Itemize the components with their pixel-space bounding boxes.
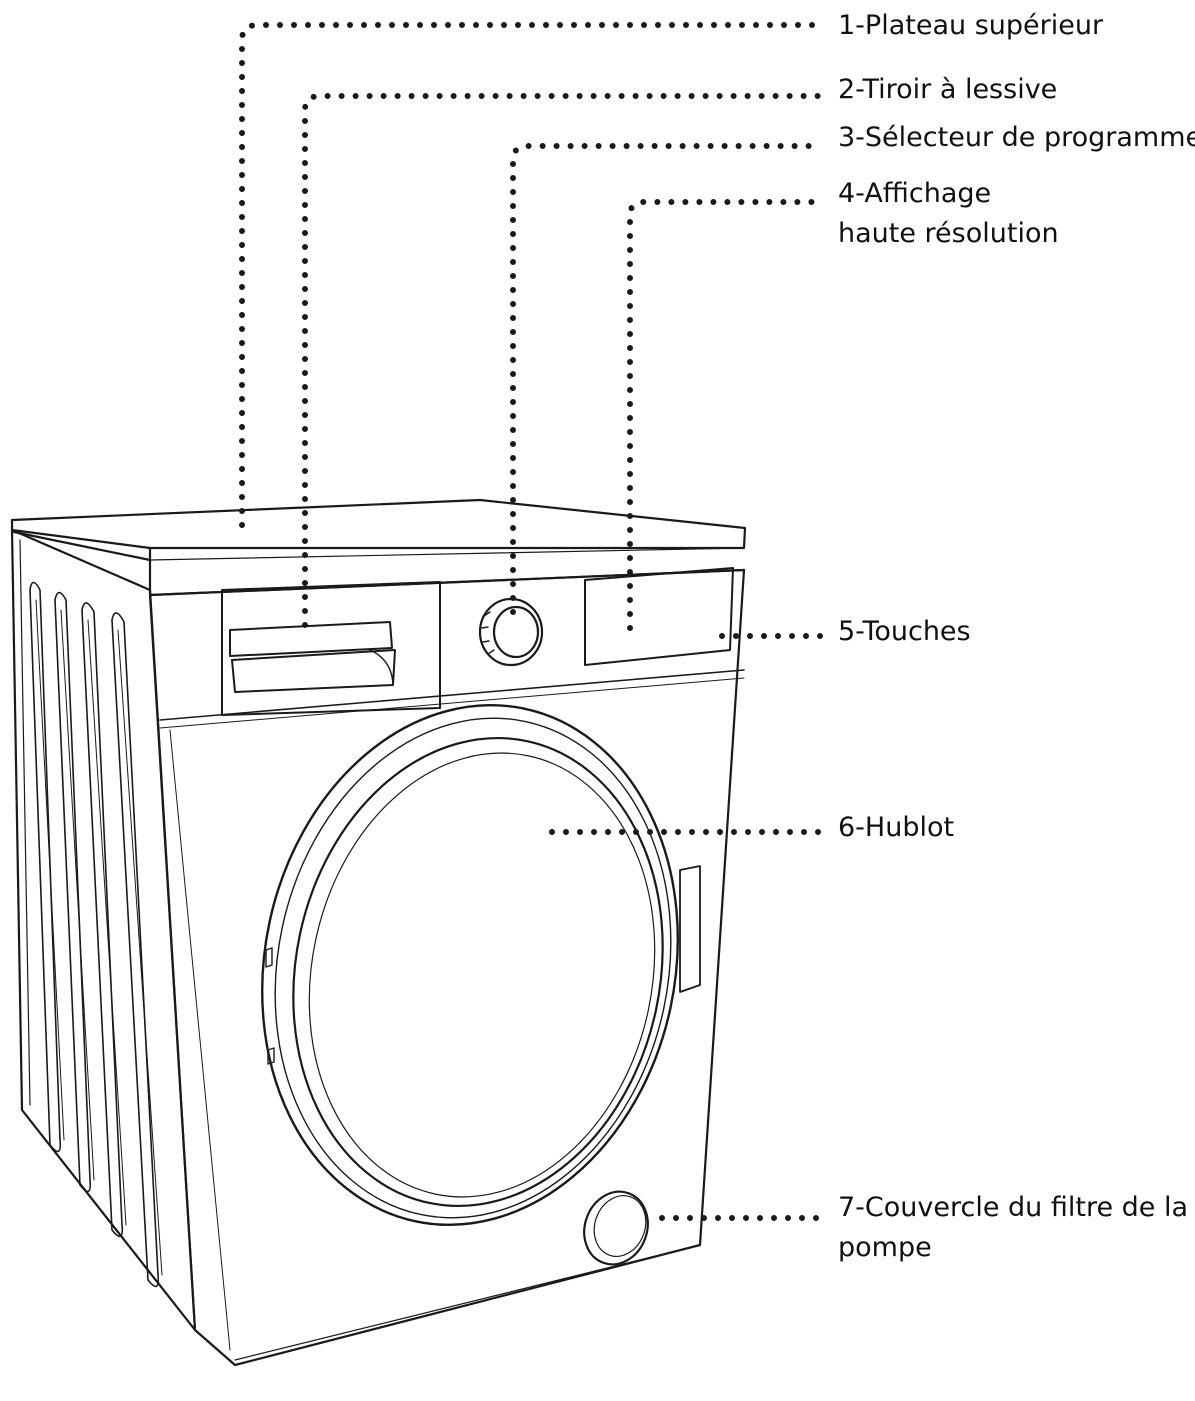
leader-lines: [239, 22, 825, 1221]
callout-plateau: 1-Plateau supérieur: [838, 6, 1103, 46]
porthole-door: [261, 704, 701, 1226]
washing-machine-illustration: [10, 498, 747, 1367]
callout-touches-line-1: 5-Touches: [838, 616, 971, 647]
callout-affichage-line-1: 4-Affichage: [838, 178, 992, 209]
program-selector-knob: [478, 597, 544, 667]
callout-selecteur-line-1: 3-Sélecteur de programme: [838, 122, 1195, 153]
callout-plateau-line-1: 1-Plateau supérieur: [838, 10, 1104, 41]
callout-affichage-line-2: haute résolution: [838, 218, 1059, 249]
callout-hublot-line-1: 6-Hublot: [838, 812, 955, 843]
side-grooves: [29, 581, 163, 1288]
callout-touches: 5-Touches: [838, 612, 971, 652]
callout-tiroir: 2-Tiroir à lessive: [838, 70, 1057, 110]
side-panel: [10, 528, 197, 1332]
detergent-drawer: [221, 581, 441, 716]
leader-line-affichage: [627, 199, 825, 631]
callout-selecteur: 3-Sélecteur de programme: [838, 118, 1195, 158]
callout-tiroir-line-1: 2-Tiroir à lessive: [838, 74, 1058, 105]
callout-filtre: 7-Couvercle du filtre de la pompe: [838, 1188, 1188, 1268]
display-panel: [584, 567, 734, 666]
front-face: [148, 568, 746, 1367]
callout-filtre-line-2: pompe: [838, 1232, 932, 1263]
callout-filtre-line-1: 7-Couvercle du filtre de la: [838, 1192, 1189, 1223]
leader-line-plateau: [239, 22, 825, 528]
leader-line-selecteur: [510, 143, 825, 615]
callout-hublot: 6-Hublot: [838, 808, 954, 848]
top-plate: [10, 498, 747, 597]
callout-affichage: 4-Affichage haute résolution: [838, 174, 1059, 254]
pump-filter-cover: [583, 1190, 649, 1266]
